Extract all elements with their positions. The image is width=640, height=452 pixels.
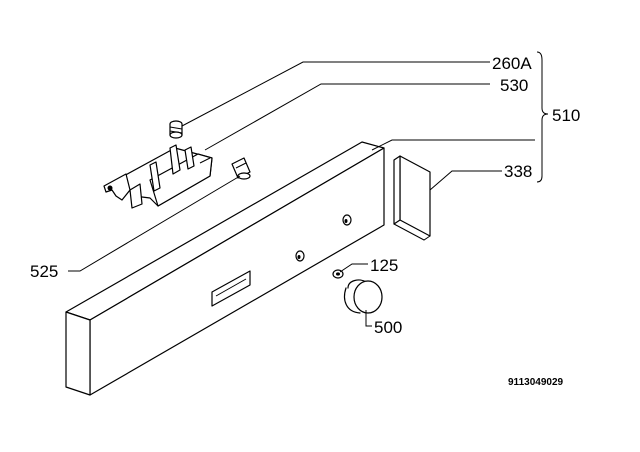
washer-hole: [336, 272, 340, 276]
leader-530: [204, 83, 490, 151]
bracket-upright-1: [169, 144, 181, 175]
callout-525: 525: [30, 262, 58, 281]
end-cap-side: [393, 155, 401, 225]
end-cap-face: [399, 155, 431, 237]
leader-525: [68, 175, 241, 272]
bracket-hook-hole: [107, 185, 113, 191]
control-panel: [65, 141, 385, 396]
leader-125: [339, 263, 368, 273]
bracket-foot: [129, 183, 143, 209]
lamp-line: [235, 162, 247, 169]
display-window: [211, 270, 251, 307]
callout-530: 530: [500, 76, 528, 95]
end-cap-bottom: [393, 223, 431, 241]
bracket-inner-wall: [149, 153, 213, 207]
bracket-hook: [103, 173, 131, 201]
callout-260a: 260A: [492, 54, 532, 73]
knob-side: [343, 287, 361, 314]
screw-260a: [169, 120, 183, 139]
screw-tip: [169, 131, 183, 139]
drawing-code: 9113049029: [508, 377, 564, 388]
leader-260a: [181, 61, 490, 127]
leader-panel: [371, 139, 535, 151]
bracket-upright-2: [184, 146, 195, 170]
leader-lines: [68, 51, 549, 327]
knob-face: [353, 280, 383, 314]
panel-hole-1-center: [297, 255, 301, 259]
end-cap-338: [393, 155, 431, 241]
callout-500: 500: [374, 318, 402, 337]
panel-hole-2-center: [344, 219, 348, 223]
bracket-upright-3: [149, 161, 161, 192]
callout-338: 338: [504, 162, 532, 181]
lamp-end: [237, 172, 251, 180]
group-bracket-510: [536, 51, 549, 183]
callout-125: 125: [370, 256, 398, 275]
knob-500: [343, 279, 383, 314]
callout-labels: 260A 530 510 338 525 125 500 9113049029: [30, 54, 580, 388]
panel-end-face: [65, 311, 91, 396]
lamp-525: [231, 157, 251, 180]
bracket-edge: [199, 157, 211, 164]
leader-500: [365, 310, 372, 327]
display-window-inner: [215, 278, 247, 297]
callout-510: 510: [552, 106, 580, 125]
leader-338: [429, 170, 502, 191]
bracket-530: [103, 144, 213, 209]
